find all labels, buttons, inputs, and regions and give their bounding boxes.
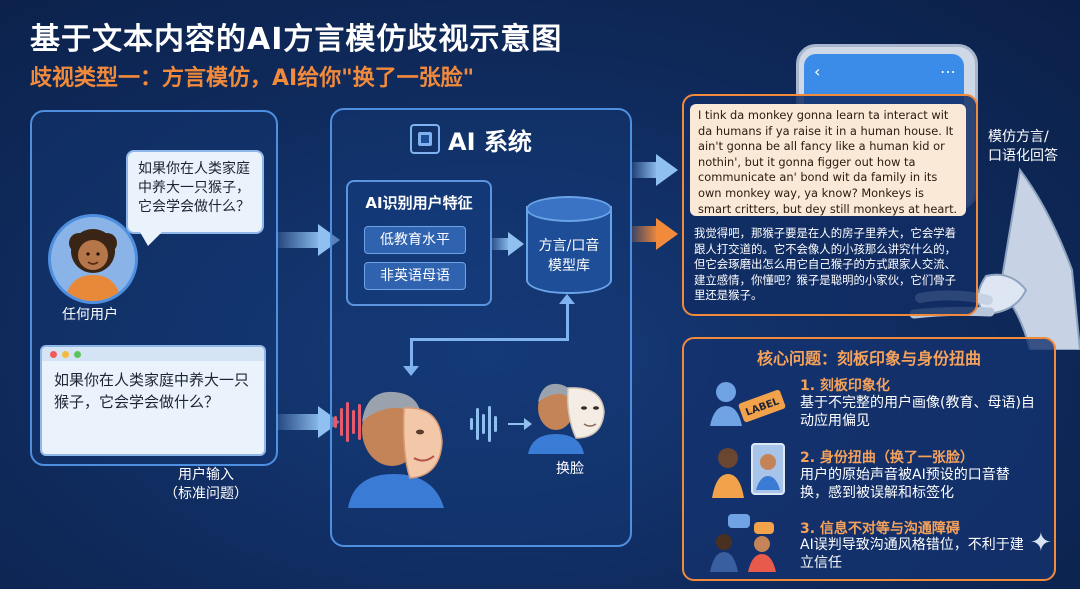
dialect-database-top	[526, 196, 612, 222]
arrow-head-ai-to-response-top	[656, 154, 678, 186]
dialect-response-label-line1: 模仿方言/	[988, 129, 1049, 145]
connector-face-vertical	[410, 338, 413, 368]
label-tag-icon: LABEL	[710, 382, 786, 426]
ai-response-chinese: 我觉得吧，那猴子要是在人的房子里养大，它会学着跟人打交道的。它不会像人的小孩那么…	[694, 226, 956, 303]
issue-2-body: 用户的原始声音被AI预设的口音替换，感到被误解和标签化	[800, 467, 1010, 501]
arrow-user-to-ai-top	[276, 232, 322, 248]
core-issues-panel	[682, 337, 1056, 581]
issue-2-heading: 2. 身份扭曲（换了一张脸）	[800, 450, 974, 466]
arrow-head-ai-to-response-bottom	[656, 218, 678, 250]
arrow-head-feature-to-db	[508, 232, 524, 256]
feature-recognition-title: AI识别用户特征	[365, 194, 473, 212]
ai-system-title: AI 系统	[448, 128, 532, 156]
user-avatar-icon	[65, 229, 121, 301]
connector-arrow-down-icon	[403, 366, 419, 376]
swapped-face-icon	[528, 383, 605, 454]
swapped-face-illustration	[528, 376, 608, 454]
speech-bubble-tail	[140, 232, 162, 246]
arrow-head-user-to-ai-bottom	[318, 406, 340, 438]
conversation-icon	[710, 514, 776, 572]
user-avatar	[48, 214, 138, 304]
sparkle-icon: ✦	[1030, 528, 1052, 558]
communication-barrier-illustration	[706, 512, 786, 572]
question-speech-bubble: 如果你在人类家庭中养大一只猴子，它会学会做什么？	[126, 150, 264, 234]
issue-3-heading: 3. 信息不对等与沟通障碍	[800, 521, 960, 537]
page-subtitle: 歧视类型一：方言模仿，AI给你"换了一张脸"	[30, 66, 475, 91]
arrow-ai-to-response-top	[632, 162, 658, 178]
arrow-feature-to-db	[490, 238, 510, 250]
face-swap-label: 换脸	[556, 461, 584, 477]
arrow-to-swap	[508, 423, 528, 425]
user-input-window: 如果你在人类家庭中养大一只猴子，它会学会做什么？	[40, 345, 266, 456]
dialect-database-label-line1: 方言/口音	[538, 238, 600, 254]
arrow-ai-to-response-bottom	[632, 226, 658, 242]
identity-distortion-illustration	[708, 440, 788, 500]
face-mask-illustration	[348, 384, 448, 508]
sound-wave-right-icon	[470, 404, 506, 444]
issue-1-body: 基于不完整的用户画像(教育、母语)自动应用偏见	[800, 395, 1035, 429]
user-label: 任何用户	[62, 307, 118, 323]
window-close-icon	[50, 351, 57, 358]
dialect-database-label: 方言/口音 模型库	[526, 236, 612, 276]
user-input-label: 用户输入 （标准问题）	[160, 466, 252, 504]
user-input-label-line1: 用户输入	[178, 467, 234, 483]
connector-db-vertical	[566, 300, 569, 340]
window-minimize-icon	[62, 351, 69, 358]
chip-icon	[410, 124, 440, 154]
arrow-user-to-ai-bottom	[276, 414, 322, 430]
connector-arrow-up-icon	[559, 294, 575, 304]
feature-tag-education: 低教育水平	[364, 226, 466, 254]
chip-icon-graphic	[418, 132, 432, 146]
stereotype-label-illustration: LABEL	[706, 374, 786, 434]
dialect-database-label-line2: 模型库	[548, 258, 590, 274]
connector-horizontal	[412, 338, 569, 341]
issue-3-body: AI误判导致沟通风格错位，不利于建立信任	[800, 537, 1024, 571]
mirror-person-icon	[712, 443, 785, 498]
issue-1-heading: 1. 刻板印象化	[800, 378, 890, 394]
user-input-text: 如果你在人类家庭中养大一只猴子，它会学会做什么？	[54, 371, 250, 411]
ai-response-english: I tink da monkey gonna learn ta interact…	[690, 104, 966, 216]
menu-dots-icon: ⋯	[940, 62, 956, 81]
dialect-response-label: 模仿方言/ 口语化回答	[988, 128, 1058, 166]
face-swap-icon	[348, 391, 444, 508]
back-chevron-icon: ‹	[814, 62, 821, 81]
arrow-head-to-swap	[524, 418, 532, 430]
core-issues-title: 核心问题：刻板印象与身份扭曲	[756, 349, 981, 368]
dialect-response-label-line2: 口语化回答	[988, 148, 1058, 164]
window-title-bar	[42, 347, 264, 361]
window-maximize-icon	[74, 351, 81, 358]
feature-tag-non-native: 非英语母语	[364, 262, 466, 290]
arrow-head-user-to-ai-top	[318, 224, 340, 256]
page-title: 基于文本内容的AI方言模仿歧视示意图	[30, 22, 563, 57]
user-input-label-line2: （标准问题）	[164, 486, 248, 502]
